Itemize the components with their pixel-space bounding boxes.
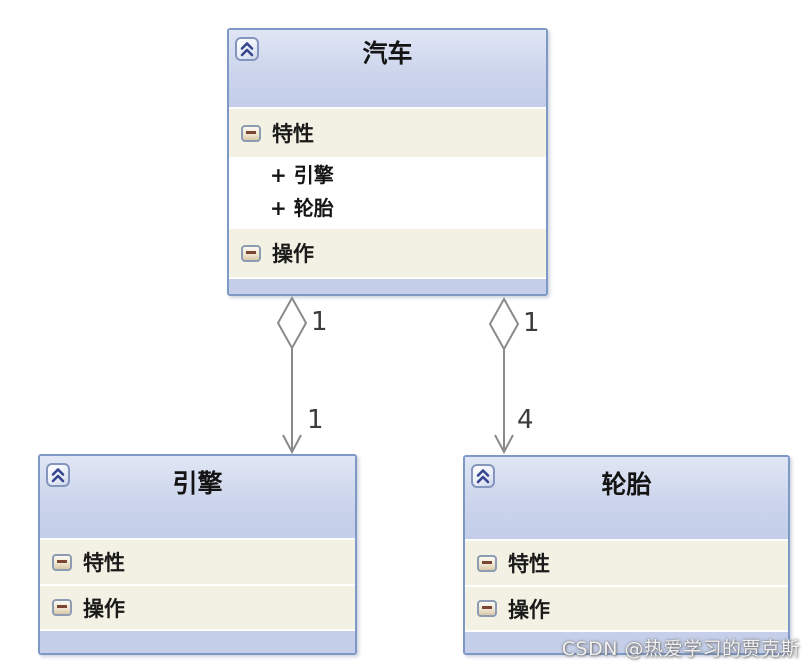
operations-section-row: 操作 — [40, 584, 355, 629]
open-arrowhead — [282, 434, 302, 455]
minus-collapse-icon[interactable] — [477, 554, 497, 572]
csdn-watermark: CSDN @热爱学习的贾克斯 — [561, 638, 800, 660]
attributes-section-label: 特性 — [508, 552, 550, 576]
multiplicity-label-car-engine-source: 1 — [311, 307, 328, 337]
minus-collapse-icon[interactable] — [241, 244, 261, 262]
class-footer-strip — [229, 277, 546, 294]
aggregation-diamond — [488, 296, 520, 352]
minus-collapse-icon[interactable] — [52, 599, 72, 616]
operations-section-label: 操作 — [272, 242, 314, 266]
attributes-list: + 引擎 + 轮胎 — [229, 157, 546, 227]
class-footer-strip — [465, 630, 788, 653]
attribute-item[interactable]: + 轮胎 — [270, 196, 334, 220]
aggregation-connector-car-tire — [488, 296, 520, 455]
multiplicity-label-car-engine-target: 1 — [307, 405, 324, 435]
minus-collapse-icon[interactable] — [241, 124, 261, 142]
attributes-section-row: 特性 — [229, 107, 546, 157]
multiplicity-label-car-tire-source: 1 — [523, 308, 540, 338]
attributes-section-label: 特性 — [83, 551, 125, 575]
uml-class-engine[interactable]: 引擎 特性 操作 — [38, 454, 357, 655]
aggregation-diamond — [276, 295, 308, 351]
minus-collapse-icon[interactable] — [477, 600, 497, 617]
operations-section-row: 操作 — [229, 227, 546, 277]
class-title: 引擎 — [172, 469, 223, 498]
class-header-engine: 引擎 — [40, 456, 355, 538]
uml-class-tire[interactable]: 轮胎 特性 操作 — [463, 455, 790, 655]
operations-section-label: 操作 — [83, 596, 125, 621]
aggregation-connector-car-engine — [276, 295, 308, 455]
minus-collapse-icon[interactable] — [52, 553, 72, 571]
operations-section-row: 操作 — [465, 585, 788, 630]
collapse-all-icon[interactable] — [46, 463, 70, 487]
class-header-tire: 轮胎 — [465, 457, 788, 539]
multiplicity-label-car-tire-target: 4 — [517, 405, 534, 435]
open-arrowhead — [494, 434, 514, 455]
class-footer-strip — [40, 629, 355, 653]
class-header-car: 汽车 — [229, 30, 546, 107]
operations-section-label: 操作 — [508, 597, 550, 622]
uml-class-car[interactable]: 汽车 特性 + 引擎 + 轮胎 操作 — [227, 28, 548, 296]
collapse-all-icon[interactable] — [235, 37, 259, 61]
collapse-all-icon[interactable] — [471, 464, 495, 488]
attributes-section-label: 特性 — [272, 122, 314, 146]
attribute-item[interactable]: + 引擎 — [270, 163, 334, 187]
class-title: 汽车 — [362, 39, 413, 68]
attributes-section-row: 特性 — [40, 538, 355, 584]
class-title: 轮胎 — [601, 470, 652, 499]
attributes-section-row: 特性 — [465, 539, 788, 585]
